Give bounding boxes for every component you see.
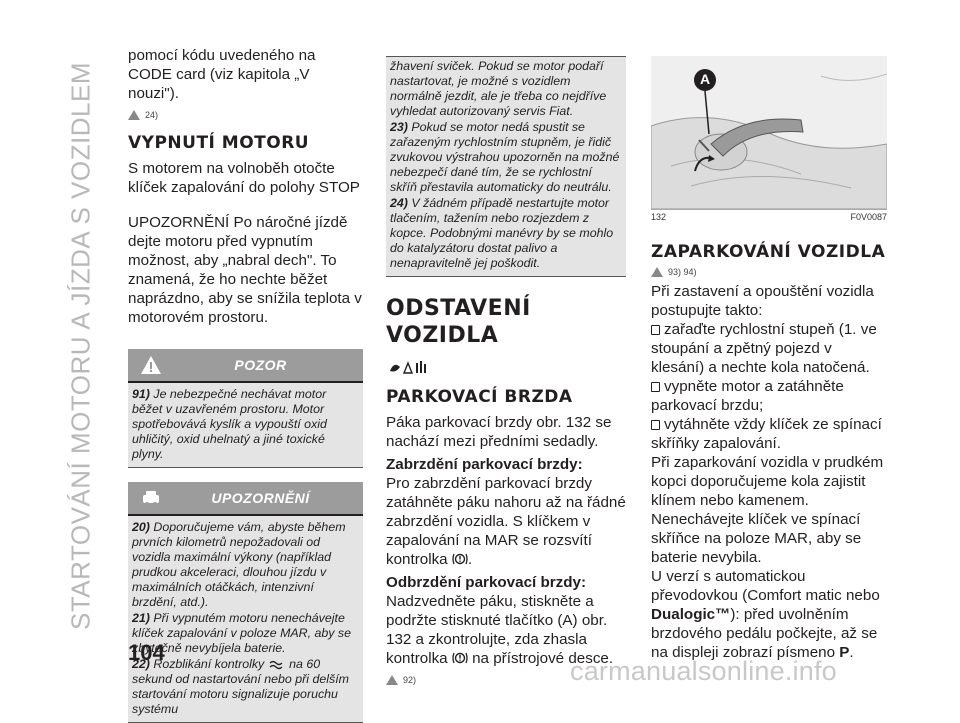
text-odbrzdeni: Nadzvedněte páku, stiskněte a podržte st…: [386, 593, 614, 667]
text-key-mar: Nenechávejte klíček ve spínací skříňce n…: [651, 511, 862, 566]
bullet-item: zařaďte rychlostní stupeň (1. ve stoupán…: [651, 321, 877, 376]
ref-24: 24): [128, 107, 363, 123]
bullet-item: vytáhněte vždy klíček ze spínací skříňky…: [651, 416, 882, 452]
cont-item-24: 24) V žádném případě nestartujte motor t…: [390, 196, 614, 270]
parking-brake-figure: A: [651, 56, 887, 210]
pozor-item-91: 91) Je nebezpečné nechávat motor běžet v…: [132, 387, 327, 461]
glow-plug-icon: [269, 660, 283, 670]
pozor-box: POZOR 91) Je nebezpečné nechávat motor b…: [128, 349, 363, 468]
pozor-body: 91) Je nebezpečné nechávat motor běžet v…: [128, 381, 363, 468]
heading-zaparkovani: ZAPARKOVÁNÍ VOZIDLA: [651, 242, 886, 262]
bullet-icon: [651, 382, 660, 392]
pozor-header: POZOR: [128, 349, 363, 381]
heading-parkovaci-brzda: PARKOVACÍ BRZDA: [386, 387, 573, 407]
bullet-icon: [651, 325, 660, 335]
eco-icon-row: [386, 359, 626, 375]
warning-triangle-icon: [651, 267, 663, 277]
text-steep-hill: Při zaparkování vozidla v prudkém kopci …: [651, 454, 884, 509]
cont-item: žhavení sviček. Pokud se motor podaří na…: [390, 59, 607, 118]
text-zabrzdeni: Pro zabrzdění parkovací brzdy zatáhněte …: [386, 475, 626, 568]
environment-icon: [390, 361, 426, 374]
heading-vypnuti-motoru: VYPNUTÍ MOTORU: [128, 133, 310, 153]
figure-code: F0V0087: [850, 212, 887, 222]
text-parking-intro: Při zastavení a opouštění vozidla postup…: [651, 283, 874, 319]
cont-item-23: 23) Pokud se motor nedá spustit se zařaz…: [390, 120, 620, 194]
figure-caption: 132 F0V0087: [651, 212, 887, 224]
warning-triangle-icon: [386, 675, 398, 685]
upozorneni-box: UPOZORNĚNÍ 20) Doporučujeme vám, abyste …: [128, 482, 363, 723]
text-automatic: U verzí s automatickou převodovkou (Comf…: [651, 568, 880, 661]
brake-warning-icon: [452, 553, 468, 565]
upozorneni-body: 20) Doporučujeme vám, abyste během první…: [128, 514, 363, 723]
warning-triangle-icon: [128, 110, 140, 120]
brake-warning-icon: [452, 652, 468, 664]
upozorneni-item-22: 22) Rozblikání kontrolky na 60 sekund od…: [132, 657, 349, 716]
warning-triangle-icon: [141, 356, 161, 374]
warning-continuation: žhavení sviček. Pokud se motor podaří na…: [386, 56, 626, 277]
bullet-item: vypněte motor a zatáhněte parkovací brzd…: [651, 378, 844, 414]
text-turn-off: S motorem na volnoběh otočte klíček zapa…: [128, 160, 360, 196]
refs-93-94: 93) 94): [651, 264, 887, 280]
parking-brake-illustration: [651, 56, 887, 209]
subheading-zabrzdeni: Zabrzdění parkovací brzdy:: [386, 456, 583, 473]
text-upozorneni: UPOZORNĚNÍ Po náročné jízdě dejte motoru…: [128, 214, 362, 326]
car-service-icon: [143, 491, 159, 506]
bullet-icon: [651, 420, 660, 430]
chapter-side-title: STARTOVÁNÍ MOTORU A JÍZDA S VOZIDLEM: [65, 62, 96, 630]
text-brake-location: Páka parkovací brzdy obr. 132 se nachází…: [386, 414, 612, 450]
column-3: A 132 F0V0087 ZAPARKOVÁNÍ VOZIDLA 93) 94…: [651, 56, 887, 662]
ref-92: 92): [386, 672, 626, 688]
figure-label-a: A: [700, 71, 711, 87]
upozorneni-item-21: 21) Při vypnutém motoru nenechávejte klí…: [132, 611, 352, 655]
figure-number: 132: [651, 212, 667, 222]
intro-text: pomocí kódu uvedeného na CODE card (viz …: [128, 47, 316, 102]
upozorneni-item-20: 20) Doporučujeme vám, abyste během první…: [132, 520, 346, 609]
upozorneni-header: UPOZORNĚNÍ: [128, 482, 363, 514]
column-2: žhavení sviček. Pokud se motor podaří na…: [386, 56, 626, 688]
column-1: pomocí kódu uvedeného na CODE card (viz …: [128, 46, 363, 723]
watermark: carmanualsonline.info: [570, 656, 837, 686]
page-number: 104: [128, 640, 165, 665]
subheading-odbrzdeni: Odbrzdění parkovací brzdy:: [386, 574, 587, 591]
